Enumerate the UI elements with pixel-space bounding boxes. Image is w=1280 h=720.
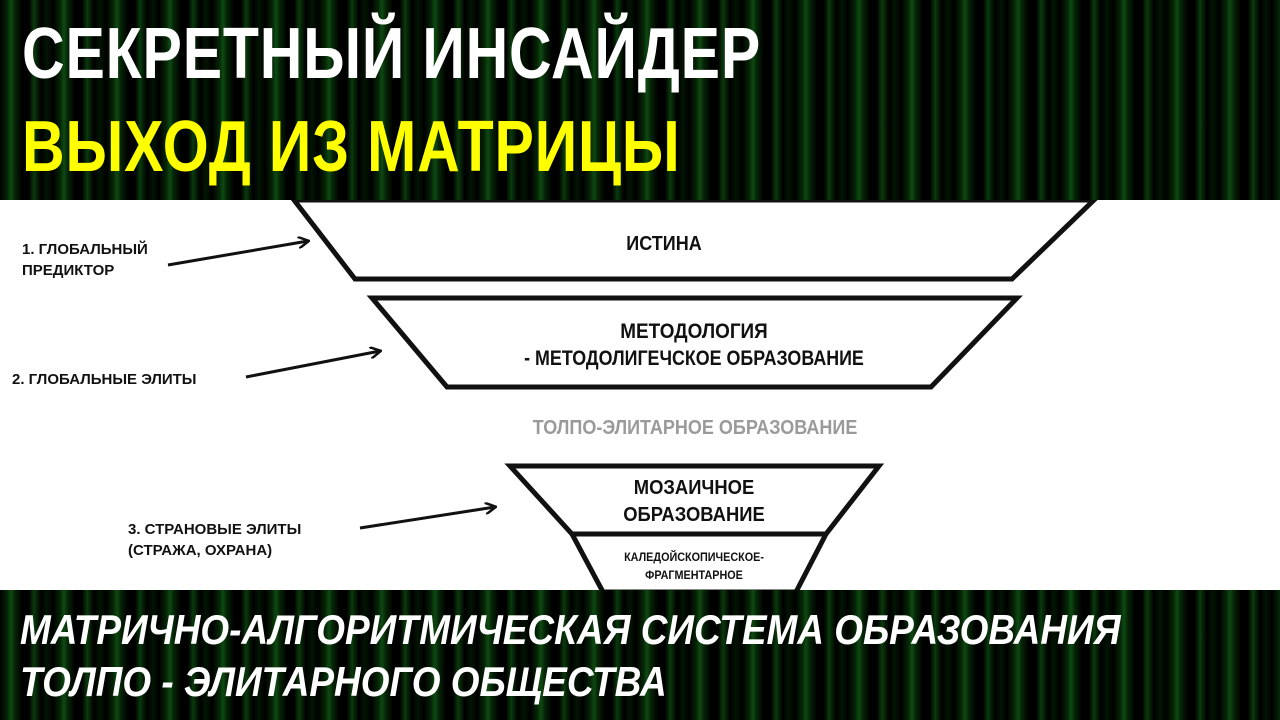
label-global-predictor-line-1: 1. ГЛОБАЛЬНЫЙ [22,241,148,258]
arrow-3 [359,507,495,530]
header-banner: СЕКРЕТНЫЙ ИНСАЙДЕР ВЫХОД ИЗ МАТРИЦЫ [0,0,1280,200]
funnel-level-4 [567,531,831,590]
funnel-level-2 [366,295,1023,390]
level-4-line-1: КАЛЕДОЙСКОПИЧЕСКОЕ- [624,550,764,564]
funnel-shapes [167,200,1098,590]
title-line-1: СЕКРЕТНЫЙ ИНСАЙДЕР [22,14,762,94]
separator-text: ТОЛПО-ЭЛИТАРНОЕ ОБРАЗОВАНИЕ [532,417,858,439]
arrow-2 [245,351,380,379]
level-1-text: ИСТИНА [626,233,702,255]
label-country-elites-line-1: 3. СТРАНОВЫЕ ЭЛИТЫ [128,521,302,538]
subtitle-line-2: ТОЛПО - ЭЛИТАРНОГО ОБЩЕСТВА [20,658,667,705]
label-country-elites-line-2: (СТРАЖА, ОХРАНА) [128,542,273,559]
level-2-line-1: МЕТОДОЛОГИЯ [620,320,768,343]
level-4-line-2: ФРАГМЕНТАРНОЕ [645,568,743,582]
subtitle-line-1: МАТРИЧНО-АЛГОРИТМИЧЕСКАЯ СИСТЕМА ОБРАЗОВ… [20,606,1121,653]
label-global-elites: 2. ГЛОБАЛЬНЫЕ ЭЛИТЫ [12,371,197,388]
funnel-level-1 [290,200,1098,282]
footer-banner: МАТРИЧНО-АЛГОРИТМИЧЕСКАЯ СИСТЕМА ОБРАЗОВ… [0,590,1280,720]
level-3-line-2: ОБРАЗОВАНИЕ [623,504,765,526]
funnel-diagram: ИСТИНА МЕТОДОЛОГИЯ - МЕТОДОЛИГЕЧСКОЕ ОБР… [0,200,1280,590]
title-line-2: ВЫХОД ИЗ МАТРИЦЫ [22,107,681,187]
level-3-line-1: МОЗАИЧНОЕ [633,477,755,499]
arrow-1 [167,241,308,267]
level-2-line-2: - МЕТОДОЛИГЕЧСКОЕ ОБРАЗОВАНИЕ [524,347,864,370]
label-global-predictor-line-2: ПРЕДИКТОР [22,262,115,279]
